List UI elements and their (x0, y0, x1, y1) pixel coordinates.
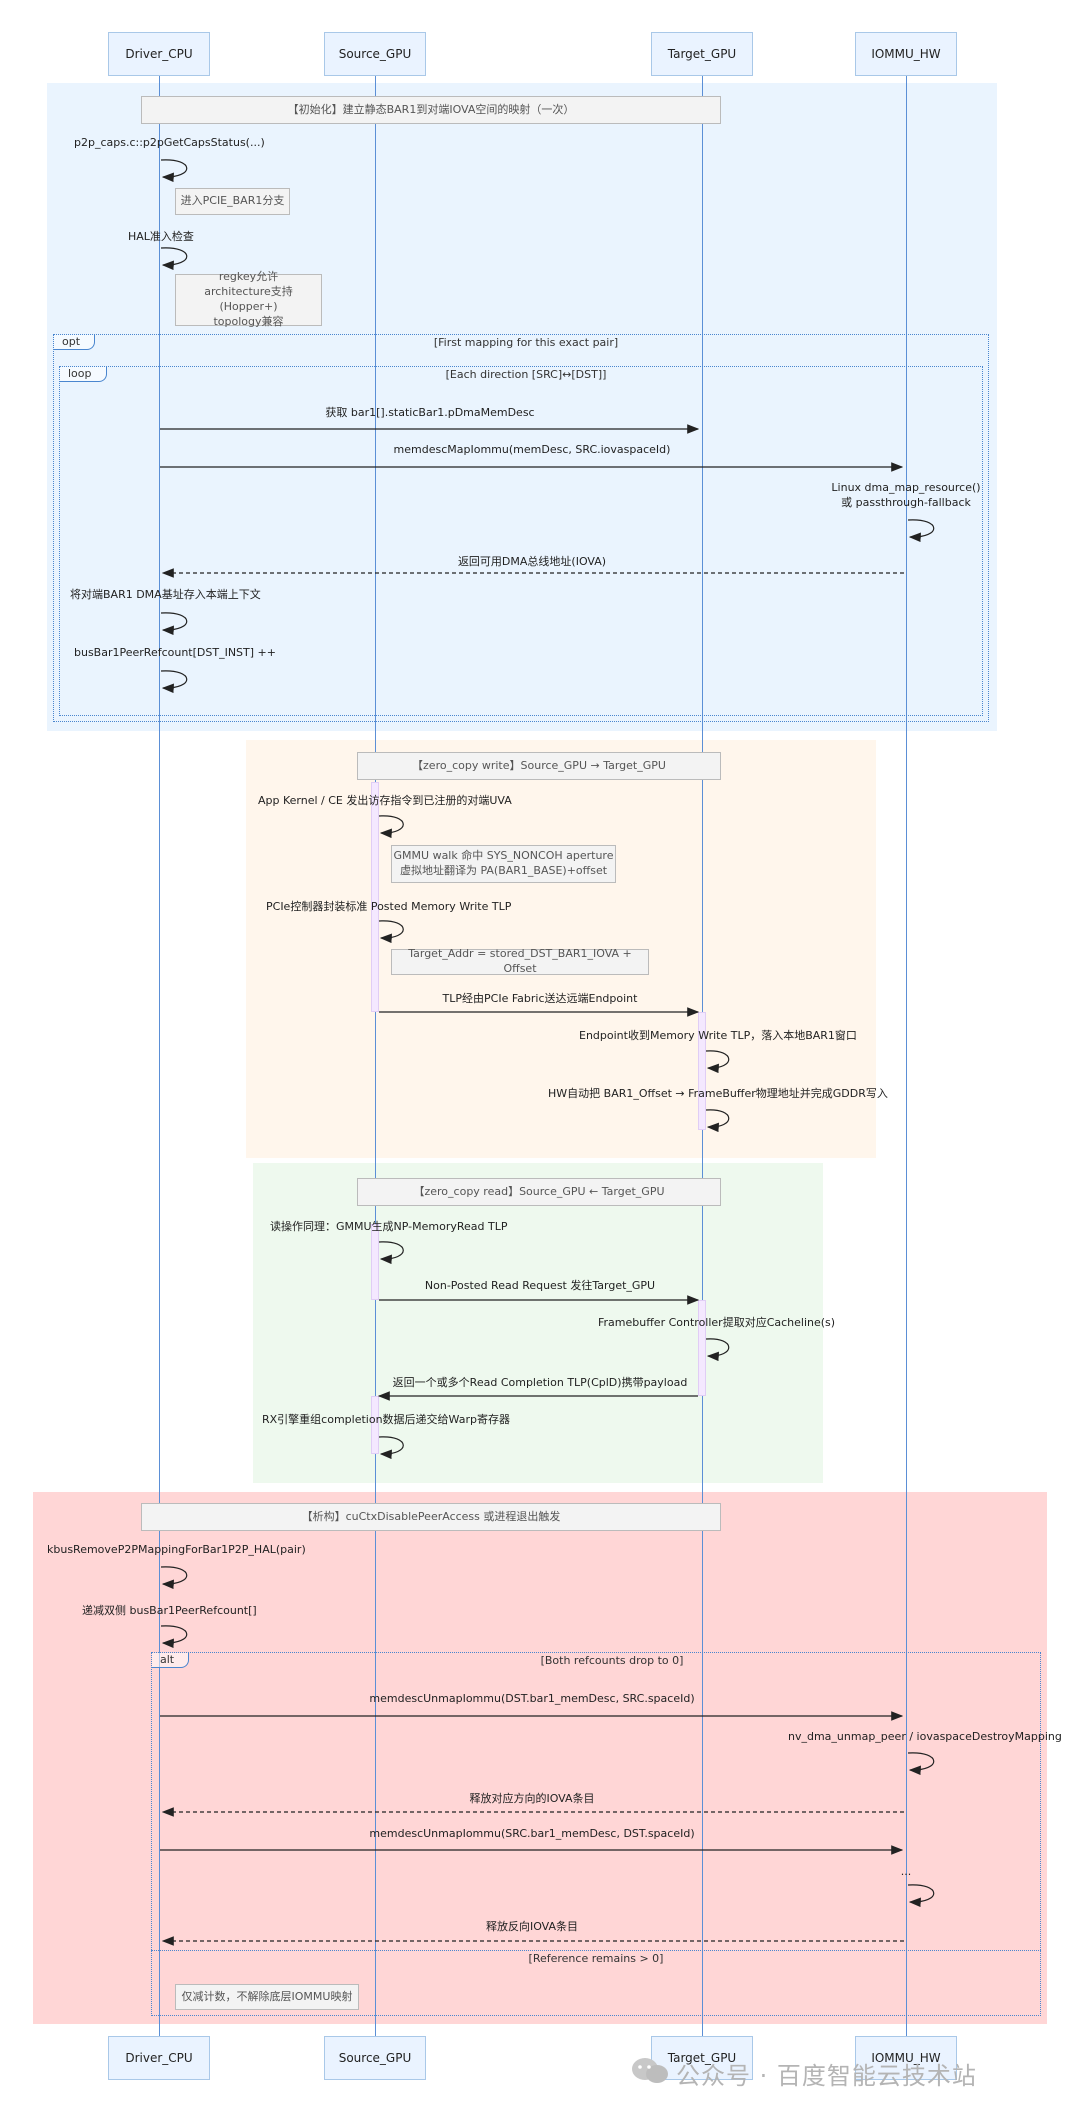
msg-hw-bar1-translate: HW自动把 BAR1_Offset → FrameBuffer物理地址并完成GD… (548, 1087, 888, 1100)
msg-refcount-increment: busBar1PeerRefcount[DST_INST] ++ (74, 646, 276, 659)
participant-iommu-hw-bottom: IOMMU_HW (855, 2036, 957, 2080)
activation-source-completion (371, 1396, 379, 1454)
participant-source-gpu-bottom: Source_GPU (324, 2036, 426, 2080)
msg-memdesc-map-iommu: memdescMapIommu(memDesc, SRC.iovaspaceId… (393, 443, 671, 456)
msg-release-iova: 释放对应方向的IOVA条目 (469, 1792, 595, 1805)
participant-target-gpu-bottom: Target_GPU (651, 2036, 753, 2080)
msg-ellipsis: ... (900, 1865, 912, 1878)
msg-framebuffer-cacheline: Framebuffer Controller提取对应Cacheline(s) (598, 1316, 836, 1329)
teardown-section-note: 【析构】cuCtxDisablePeerAccess 或进程退出触发 (141, 1503, 721, 1531)
hal-check-architecture: architecture支持(Hopper+) (204, 285, 293, 313)
msg-read-np-tlp: 读操作同理：GMMU生成NP-MemoryRead TLP (270, 1220, 508, 1233)
msg-unmap-src: memdescUnmapIommu(SRC.bar1_memDesc, DST.… (369, 1827, 695, 1840)
msg-remove-p2p-mapping: kbusRemoveP2PMappingForBar1P2P_HAL(pair) (47, 1543, 306, 1556)
gmmu-walk-line-1: GMMU walk 命中 SYS_NONCOH aperture (393, 849, 614, 863)
msg-release-reverse-iova: 释放反向IOVA条目 (485, 1920, 579, 1933)
lifeline-driver-cpu (159, 76, 160, 2046)
opt-fragment: opt (53, 334, 989, 722)
msg-return-iova: 返回可用DMA总线地址(IOVA) (457, 555, 607, 568)
target-addr-note: Target_Addr = stored_DST_BAR1_IOVA + Off… (391, 947, 649, 975)
msg-np-read-request: Non-Posted Read Request 发往Target_GPU (424, 1279, 656, 1292)
watermark-logo-icon (630, 2056, 670, 2086)
hal-check-regkey: regkey允许 (218, 270, 279, 284)
participant-driver-cpu-bottom: Driver_CPU (108, 2036, 210, 2080)
participant-source-gpu-top: Source_GPU (324, 32, 426, 76)
lifeline-source-gpu (375, 76, 376, 2046)
init-section-note: 【初始化】建立静态BAR1到对端IOVA空间的映射（一次） (141, 96, 721, 124)
msg-store-bar1-base: 将对端BAR1 DMA基址存入本端上下文 (70, 588, 261, 601)
loop-fragment-condition: [Each direction [SRC]↔[DST]] (445, 368, 607, 381)
alt-else-divider (151, 1950, 1041, 1951)
activation-source-write (371, 782, 379, 1012)
gmmu-walk-note: GMMU walk 命中 SYS_NONCOH aperture 虚拟地址翻译为… (391, 845, 616, 883)
lifeline-iommu-hw (906, 76, 907, 2046)
participant-target-gpu-top: Target_GPU (651, 32, 753, 76)
msg-hal-check: HAL准入检查 (128, 230, 194, 243)
activation-target-read (698, 1300, 706, 1396)
read-section-background (253, 1163, 823, 1483)
pcie-bar1-branch-note: 进入PCIE_BAR1分支 (175, 188, 290, 215)
gmmu-walk-line-2: 虚拟地址翻译为 PA(BAR1_BASE)+offset (399, 864, 608, 877)
msg-read-completion: 返回一个或多个Read Completion TLP(CplD)携带payloa… (392, 1376, 688, 1389)
msg-endpoint-receive: Endpoint收到Memory Write TLP，落入本地BAR1窗口 (579, 1029, 857, 1042)
loop-fragment: loop (59, 366, 983, 716)
opt-fragment-tag: opt (54, 335, 96, 350)
activation-target-write (698, 1012, 706, 1130)
loop-fragment-tag: loop (60, 367, 107, 382)
participant-iommu-hw-top: IOMMU_HW (855, 32, 957, 76)
activation-source-read (371, 1224, 379, 1300)
write-section-note: 【zero_copy write】Source_GPU → Target_GPU (357, 752, 721, 780)
participant-driver-cpu-top: Driver_CPU (108, 32, 210, 76)
alt-fragment-tag: alt (152, 1653, 190, 1668)
read-section-note: 【zero_copy read】Source_GPU ← Target_GPU (357, 1178, 721, 1206)
msg-linux-dma-map-line2: 或 passthrough-fallback (841, 496, 971, 509)
msg-tlp-fabric: TLP经由PCIe Fabric送达远端Endpoint (442, 992, 638, 1005)
teardown-section-background (33, 1492, 1047, 2024)
msg-pcie-posted-write: PCIe控制器封装标准 Posted Memory Write TLP (266, 900, 512, 913)
alt-else-condition: [Reference remains > 0] (528, 1952, 664, 1965)
msg-get-bar1-desc: 获取 bar1[].staticBar1.pDmaMemDesc (325, 406, 535, 419)
alt-fragment: alt (151, 1652, 1041, 2016)
msg-decrement-refcount: 递减双侧 busBar1PeerRefcount[] (82, 1604, 257, 1617)
msg-linux-dma-map-line1: Linux dma_map_resource() (831, 481, 981, 494)
msg-p2p-get-caps: p2p_caps.c::p2pGetCapsStatus(...) (74, 136, 265, 149)
alt-fragment-condition: [Both refcounts drop to 0] (540, 1654, 684, 1667)
watermark-text: 公众号 · 百度智能云技术站 (676, 2062, 977, 2090)
hal-checks-note: regkey允许 architecture支持(Hopper+) topolog… (175, 270, 322, 328)
msg-app-kernel: App Kernel / CE 发出访存指令到已注册的对端UVA (258, 794, 512, 807)
msg-unmap-dst: memdescUnmapIommu(DST.bar1_memDesc, SRC.… (369, 1692, 695, 1705)
only-decrement-note: 仅减计数，不解除底层IOMMU映射 (175, 1984, 359, 2010)
msg-nv-dma-unmap-peer: nv_dma_unmap_peer / iovaspaceDestroyMapp… (788, 1730, 1062, 1743)
msg-rx-reassemble: RX引擎重组completion数据后递交给Warp寄存器 (262, 1413, 510, 1426)
hal-check-topology: topology兼容 (213, 314, 284, 328)
opt-fragment-condition: [First mapping for this exact pair] (433, 336, 619, 349)
